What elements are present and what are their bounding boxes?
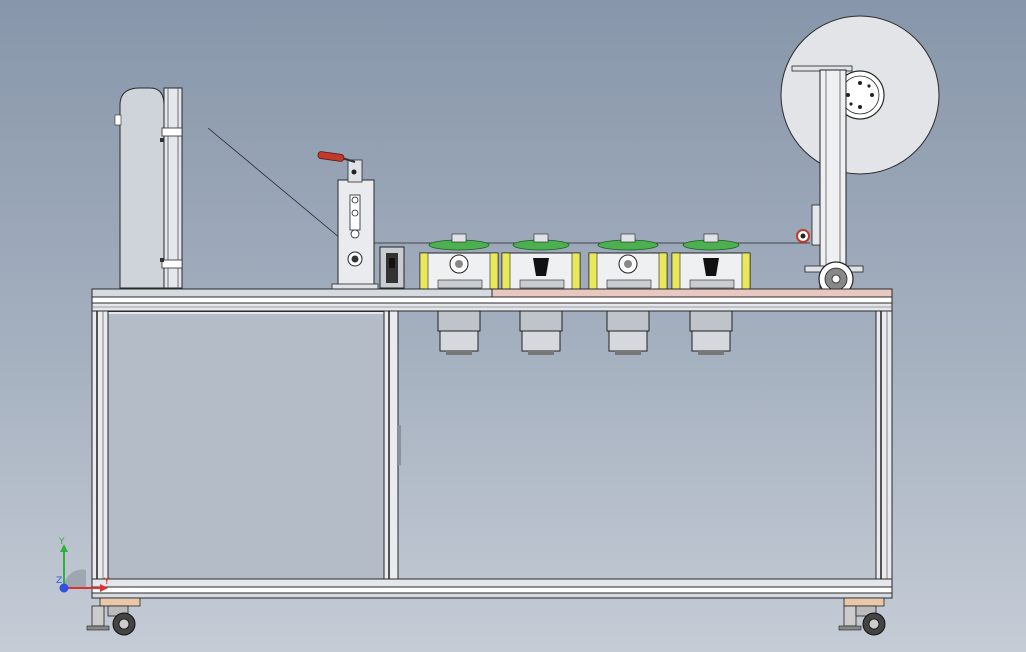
- feed-wire: [207, 127, 341, 239]
- handle-grip: [317, 151, 345, 162]
- axis-triad[interactable]: Y Z Y: [56, 537, 110, 593]
- motor-3: [606, 310, 650, 355]
- caster-right: [838, 597, 886, 636]
- table-top: [91, 288, 893, 312]
- roller-module-3: [588, 233, 668, 290]
- motor-4: [689, 310, 733, 355]
- machine-frame: [91, 310, 893, 599]
- material-spool: [780, 15, 940, 175]
- motor-1: [437, 310, 481, 355]
- sensor-block: [379, 246, 405, 289]
- spool-column: [791, 65, 864, 297]
- caster-left: [86, 597, 141, 636]
- roller-module-4: [671, 233, 751, 290]
- motor-2: [519, 310, 563, 355]
- left-guide-tower: [114, 87, 183, 289]
- tension-unit: [317, 151, 379, 291]
- axis-y-label: Y: [58, 537, 65, 547]
- roller-module-1: [419, 233, 499, 290]
- axis-z-label: Z: [56, 576, 62, 586]
- roller-module-2: [501, 233, 581, 290]
- axis-x-label: Y: [103, 577, 110, 587]
